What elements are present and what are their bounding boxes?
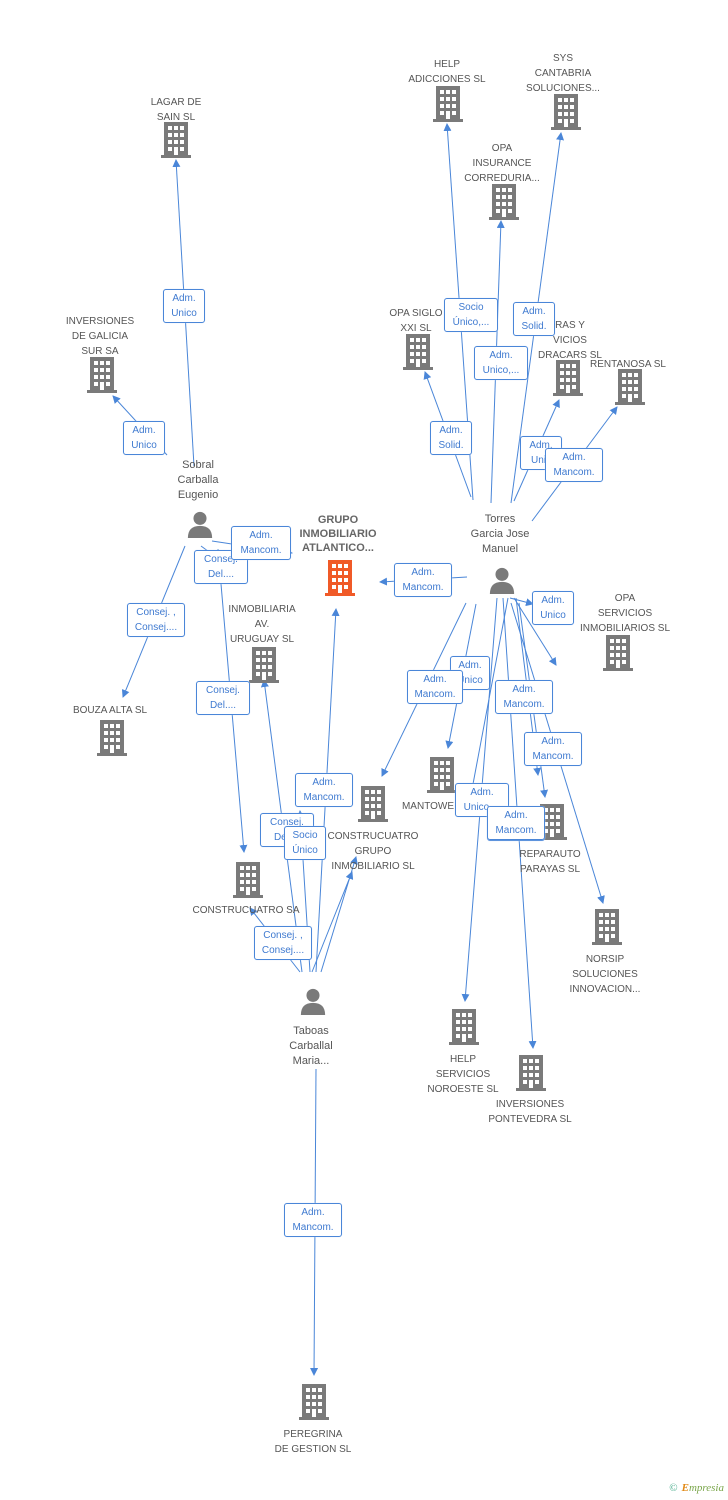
relation-label[interactable]: Adm. Unico <box>163 289 205 323</box>
relation-label[interactable]: Adm. Solid. <box>513 302 555 336</box>
relation-label[interactable]: Consej. , Consej.... <box>127 603 185 637</box>
company-building-icon[interactable] <box>427 757 457 793</box>
company-name-label[interactable]: LAGAR DE SAIN SL <box>150 97 202 123</box>
company-name-label[interactable]: HELP SERVICIOS NOROESTE SL <box>427 1054 499 1095</box>
company-name-label[interactable]: NORSIP SOLUCIONES INNOVACION... <box>569 954 641 995</box>
company-building-icon[interactable] <box>403 334 433 370</box>
main-company-building-icon[interactable] <box>325 560 355 596</box>
relation-edge <box>311 871 354 973</box>
company-name-label[interactable]: RAS Y VICIOS DRACARS SL <box>538 320 602 361</box>
company-building-icon[interactable] <box>233 862 263 898</box>
person-name-label[interactable]: Torres Garcia Jose Manuel <box>470 513 530 555</box>
relation-label[interactable]: Adm. Mancom. <box>524 732 582 766</box>
relation-label[interactable]: Adm. Solid. <box>430 421 472 455</box>
relation-label[interactable]: Socio Único <box>284 826 326 860</box>
company-name-label[interactable]: INMOBILIARIA AV. URUGUAY SL <box>228 604 296 645</box>
relation-label[interactable]: Adm. Unico <box>532 591 574 625</box>
company-name-label[interactable]: BOUZA ALTA SL <box>72 705 148 716</box>
relation-label[interactable]: Adm. Mancom. <box>495 680 553 714</box>
company-name-label[interactable]: REPARAUTO PARAYAS SL <box>519 849 581 875</box>
company-building-icon[interactable] <box>249 647 279 683</box>
person-name-label[interactable]: Sobral Carballa Eugenio <box>177 459 219 501</box>
company-building-icon[interactable] <box>551 94 581 130</box>
company-building-icon[interactable] <box>592 909 622 945</box>
company-name-label[interactable]: PEREGRINA DE GESTION SL <box>274 1429 352 1455</box>
company-building-icon[interactable] <box>97 720 127 756</box>
company-building-icon[interactable] <box>87 357 117 393</box>
person-icon[interactable] <box>300 988 326 1015</box>
copyright-icon: © <box>669 1482 678 1494</box>
relation-label[interactable]: Adm. Mancom. <box>394 563 452 597</box>
relation-label[interactable]: Adm. Unico <box>123 421 165 455</box>
brand-name: mpresia <box>688 1482 724 1494</box>
relation-label[interactable]: Consej. Del.... <box>196 681 250 715</box>
person-icon[interactable] <box>187 511 213 538</box>
relation-label[interactable]: Adm. Mancom. <box>487 806 545 840</box>
relation-label[interactable]: Consej. , Consej.... <box>254 926 312 960</box>
company-name-label[interactable]: RENTANOSA SL <box>590 359 666 370</box>
relation-edge <box>509 597 534 607</box>
relation-label[interactable]: Adm. Mancom. <box>295 773 353 807</box>
company-building-icon[interactable] <box>489 184 519 220</box>
company-name-label[interactable]: HELP ADICCIONES SL <box>408 59 486 85</box>
company-name-label[interactable]: MANTOWE <box>401 801 455 812</box>
relation-label[interactable]: Adm. Mancom. <box>231 526 291 560</box>
empresia-footer: ©Empresia <box>669 1482 724 1494</box>
company-name-label[interactable]: INVERSIONES PONTEVEDRA SL <box>488 1099 572 1125</box>
person-icon[interactable] <box>489 567 515 594</box>
relation-label[interactable]: Socio Único,... <box>444 298 498 332</box>
company-name-label[interactable]: OPA SERVICIOS INMOBILIARIOS SL <box>579 593 671 634</box>
relation-label[interactable]: Adm. Unico,... <box>474 346 528 380</box>
company-name-label[interactable]: CONSTRUCUATRO SA <box>192 905 300 916</box>
company-name-label[interactable]: OPA SIGLO XXI SL <box>389 308 443 334</box>
company-building-icon[interactable] <box>615 369 645 405</box>
company-building-icon[interactable] <box>433 86 463 122</box>
brand-initial: E <box>681 1482 689 1494</box>
company-name-label[interactable]: CONSTRUCUATRO GRUPO INMOBILIARIO SL <box>327 831 419 872</box>
relation-edge <box>320 856 358 973</box>
relation-label[interactable]: Adm. Mancom. <box>407 670 463 704</box>
company-building-icon[interactable] <box>299 1384 329 1420</box>
company-name-label[interactable]: GRUPO INMOBILIARIO ATLANTICO... <box>299 514 377 554</box>
company-name-label[interactable]: INVERSIONES DE GALICIA SUR SA <box>65 316 135 357</box>
person-name-label[interactable]: Taboas Carballal Maria... <box>289 1025 333 1067</box>
company-name-label[interactable]: OPA INSURANCE CORREDURIA... <box>464 143 540 184</box>
relation-label[interactable]: Adm. Mancom. <box>545 448 603 482</box>
company-name-label[interactable]: SYS CANTABRIA SOLUCIONES... <box>526 53 600 94</box>
company-building-icon[interactable] <box>161 122 191 158</box>
company-building-icon[interactable] <box>603 635 633 671</box>
company-building-icon[interactable] <box>449 1009 479 1045</box>
relation-edge <box>513 597 557 666</box>
relation-label[interactable]: Adm. Mancom. <box>284 1203 342 1237</box>
